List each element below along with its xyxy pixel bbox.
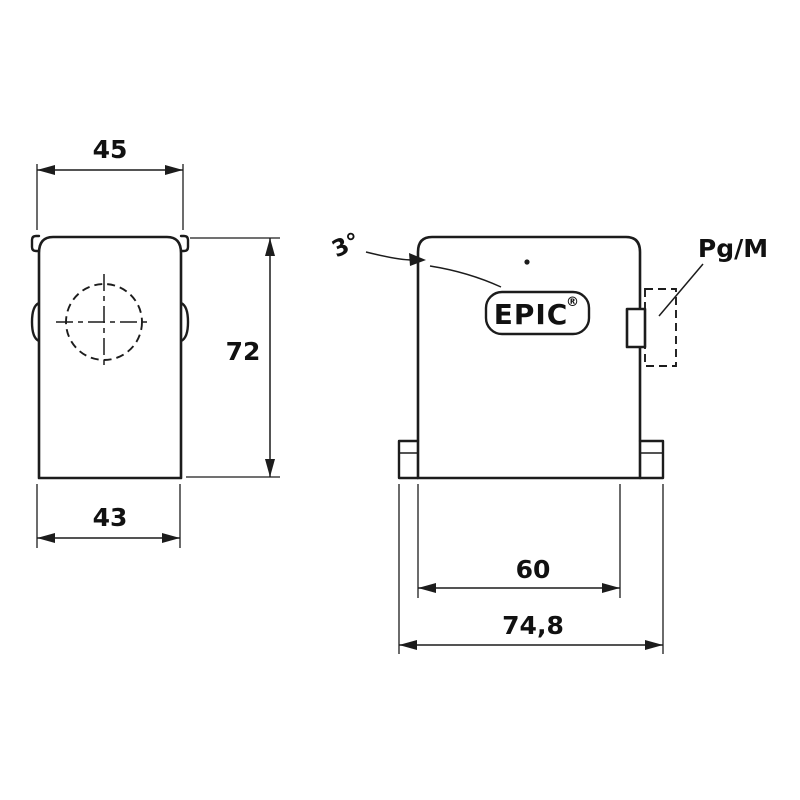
front-body-outline	[37, 235, 183, 480]
arrowhead-right	[645, 640, 663, 650]
arrowhead-top	[265, 238, 275, 256]
front-top-left-ear	[30, 234, 41, 253]
front-view	[30, 234, 190, 480]
epic-logo-text: EPIC	[494, 298, 569, 331]
angle-label-3deg: 3°	[328, 228, 364, 263]
arrowhead-left	[399, 640, 417, 650]
dimension-top-width: 45	[36, 135, 184, 230]
arrowhead-left	[37, 165, 55, 175]
front-left-hinge-bump	[30, 301, 41, 343]
arrowhead-bottom	[265, 459, 275, 477]
side-view: EPIC ®	[397, 235, 677, 480]
arrowhead-right	[162, 533, 180, 543]
registered-trademark-icon: ®	[566, 295, 579, 310]
front-top-right-ear	[179, 234, 190, 253]
pgm-entry-dashed-outline	[644, 288, 677, 367]
front-right-hinge-bump	[179, 301, 190, 343]
dimension-label-72: 72	[226, 337, 261, 366]
arrowhead-left	[418, 583, 436, 593]
side-right-foot	[638, 439, 665, 480]
epic-logo-plate	[484, 290, 591, 336]
arrowhead-right	[165, 165, 183, 175]
dimension-inner-width: 60	[417, 484, 621, 598]
pgm-entry-recess	[625, 307, 647, 349]
dimension-overall-width: 74,8	[398, 484, 664, 654]
dimension-label-748: 74,8	[502, 611, 564, 640]
angle-reference-arc	[429, 265, 502, 288]
pgm-leader-line	[658, 263, 704, 317]
angle-arrowhead	[409, 253, 426, 266]
dimension-height: 72	[186, 237, 280, 478]
dimension-label-45: 45	[93, 135, 128, 164]
side-left-foot	[397, 439, 420, 480]
pgm-label: Pg/M	[698, 234, 768, 263]
dimension-label-60: 60	[516, 555, 551, 584]
arrowhead-left	[37, 533, 55, 543]
side-body-outline	[416, 235, 642, 480]
top-face-dot	[524, 259, 530, 265]
angle-leader-line	[365, 251, 413, 261]
dimension-bottom-width: 43	[36, 484, 181, 548]
arrowhead-right	[602, 583, 620, 593]
dimension-label-43: 43	[93, 503, 128, 532]
pgm-callout: Pg/M	[658, 234, 768, 317]
